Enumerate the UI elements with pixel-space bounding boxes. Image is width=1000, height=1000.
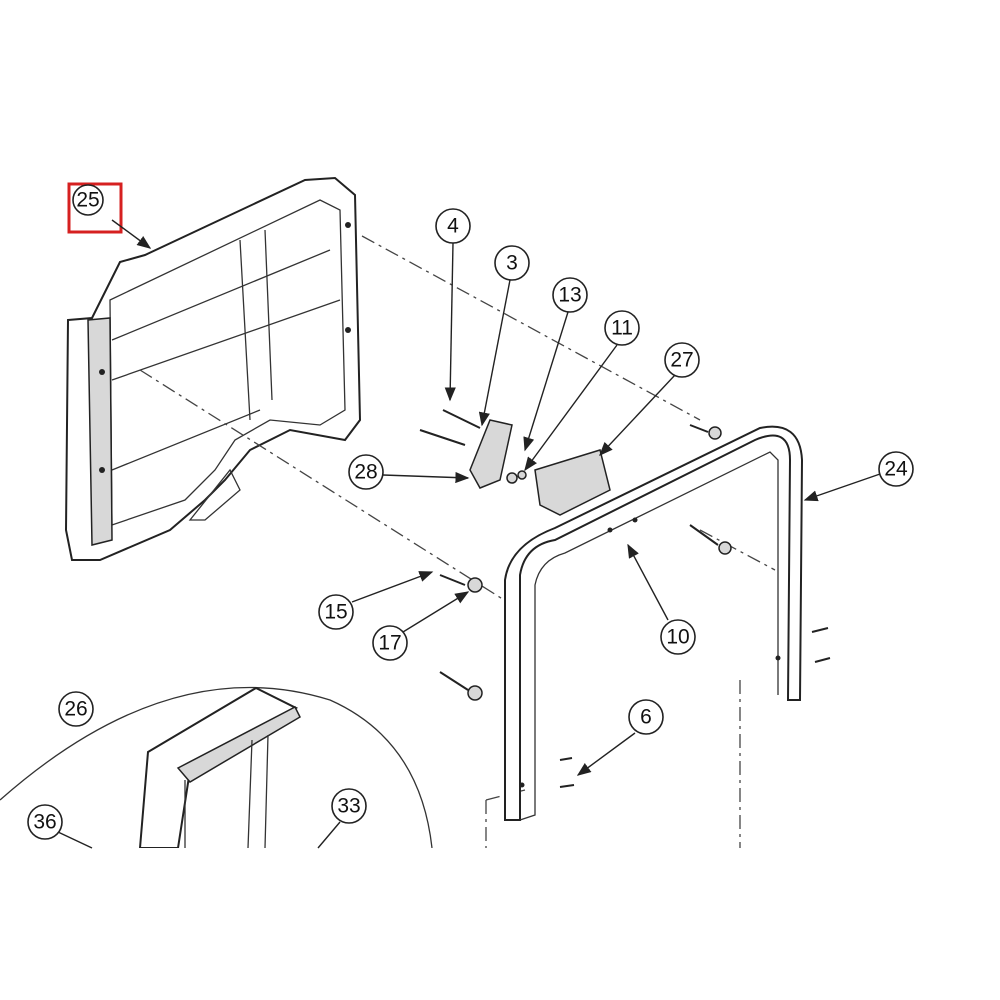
callout-26: 26: [64, 698, 87, 721]
callout-13: 13: [558, 284, 581, 307]
callout-labels: 25 4 3 13 11 27 28 24 15 17 10 6 26 36 3…: [27, 182, 914, 849]
callout-11: 11: [611, 317, 633, 340]
callout-33: 33: [337, 795, 360, 818]
callout-25: 25: [76, 189, 99, 212]
detail-view-26: [0, 686, 433, 848]
callout-24: 24: [884, 458, 908, 481]
callout-36: 36: [33, 811, 56, 834]
callout-17: 17: [378, 632, 401, 655]
side-panel-part-25: [64, 176, 362, 561]
callout-4: 4: [447, 215, 459, 238]
frame-part-24: [504, 425, 804, 821]
callout-27: 27: [670, 349, 693, 372]
bracket-part-27: [534, 449, 611, 516]
highlight-box: [67, 182, 123, 234]
clip-part-28: [469, 419, 513, 489]
callout-28: 28: [354, 461, 377, 484]
callout-3: 3: [506, 252, 518, 275]
callout-6: 6: [640, 706, 652, 729]
callout-15: 15: [324, 601, 347, 624]
callout-10: 10: [666, 626, 689, 649]
hardware-parts: [419, 409, 831, 788]
